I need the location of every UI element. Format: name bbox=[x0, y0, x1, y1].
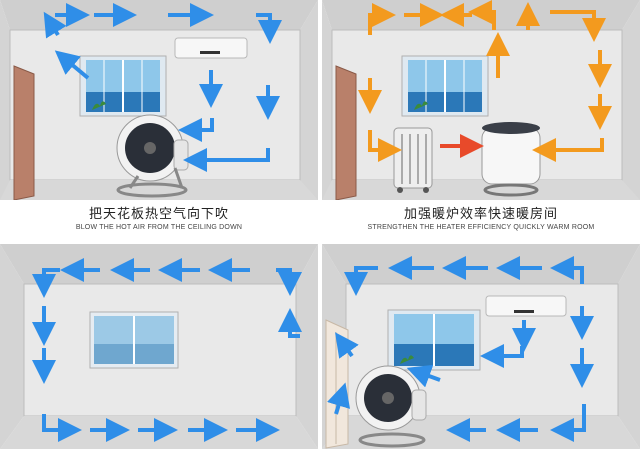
airflow-arrows bbox=[358, 0, 612, 162]
panel-heater-boost: 加强暖炉效率快速暖房间 STRENGTHEN THE HEATER EFFICI… bbox=[322, 0, 640, 235]
caption-zh: 加强暖炉效率快速暖房间 bbox=[403, 207, 558, 222]
room-scene bbox=[0, 244, 318, 449]
room-scene bbox=[322, 244, 640, 449]
room-scene bbox=[0, 0, 318, 200]
caption-en: BLOW THE HOT AIR FROM THE CEILING DOWN bbox=[75, 224, 243, 231]
panel-ceiling-blow: 把天花板热空气向下吹 BLOW THE HOT AIR FROM THE CEI… bbox=[0, 0, 318, 235]
window-icon bbox=[401, 55, 489, 117]
caption-en: STRENGTHEN THE HEATER EFFICIENCY QUICKLY… bbox=[367, 224, 595, 231]
air-conditioner-icon bbox=[174, 37, 248, 59]
airflow-arrows bbox=[32, 258, 302, 442]
caption-zh: 把天花板热空气向下吹 bbox=[88, 207, 229, 222]
airflow-arrows bbox=[327, 256, 594, 442]
door-icon bbox=[325, 319, 349, 449]
panel-ac-circulation bbox=[322, 244, 640, 449]
window-icon bbox=[79, 55, 167, 117]
door-icon bbox=[13, 65, 35, 200]
circulator-fan-icon bbox=[116, 114, 189, 198]
window-icon bbox=[387, 309, 481, 371]
oil-radiator-heater-icon bbox=[393, 127, 433, 193]
door-icon bbox=[335, 65, 357, 200]
circulator-fan-icon bbox=[481, 122, 541, 197]
circulator-fan-icon bbox=[355, 365, 427, 448]
room-scene bbox=[322, 0, 640, 200]
window-icon bbox=[89, 311, 179, 369]
panel-circulation bbox=[0, 244, 318, 449]
airflow-arrows bbox=[43, 3, 282, 172]
air-conditioner-icon bbox=[485, 295, 567, 317]
